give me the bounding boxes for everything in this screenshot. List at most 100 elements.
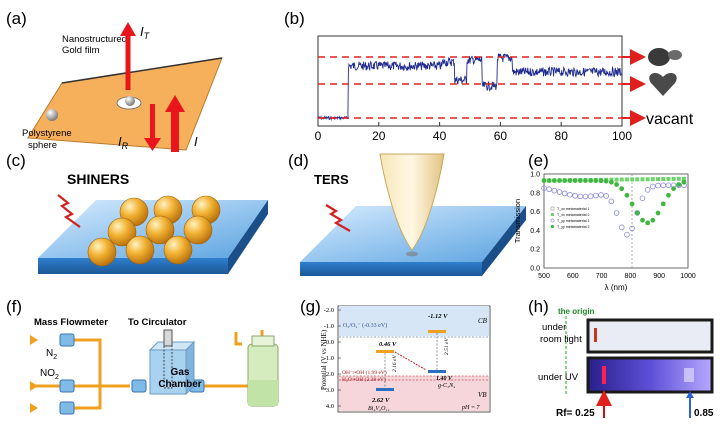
rf-low-label: Rf= 0.25 xyxy=(556,408,595,419)
reflected-arrow xyxy=(144,104,161,151)
spectrum-y-tick-label: 1.0 xyxy=(530,172,540,179)
panel-f: (f) Mass Flowmeter To Circulator xyxy=(6,297,279,415)
vb-region xyxy=(339,376,489,411)
n2-label: N2 xyxy=(46,348,57,361)
series-tyy2-marker xyxy=(562,178,568,183)
series-txx-marker xyxy=(656,177,661,182)
series-tyy2-marker xyxy=(614,182,619,187)
series-txx-marker xyxy=(676,176,681,181)
series-tyy2-marker xyxy=(634,210,640,216)
series-tyy1-marker xyxy=(639,195,646,202)
panel-c-letter: (c) xyxy=(6,151,26,170)
series-tyy2-marker xyxy=(577,178,583,183)
ph-label: pH = 7 xyxy=(461,405,480,411)
shiners-nanoparticles xyxy=(87,195,221,267)
cb-label: CB xyxy=(478,317,488,325)
band-ylabel: Potential (V vs NHE) xyxy=(320,329,328,390)
series-tyy2-marker xyxy=(624,192,630,198)
film-label-line2: Gold film xyxy=(62,45,100,56)
spectrum-legend-entry: T_xx metamaterial 1 xyxy=(557,207,590,211)
trace-x-tick-label: 100 xyxy=(612,129,632,143)
shiners-slab-side xyxy=(228,200,268,274)
series-txx-marker xyxy=(640,177,645,182)
spectrum-x-tick-label: 700 xyxy=(596,273,608,280)
gcn-cb-value: -1.12 V xyxy=(428,313,448,320)
series-tyy1-marker xyxy=(618,224,625,231)
room-light-spot xyxy=(594,328,597,342)
uv-spot-high xyxy=(684,368,694,382)
gcn-vb-value: 1.40 V xyxy=(436,376,453,382)
series-tyy2-marker xyxy=(593,178,599,184)
gas-line-arrows xyxy=(30,335,38,413)
panel-h-letter: (h) xyxy=(528,297,549,316)
panel-h: (h) the origin under room light under UV… xyxy=(528,297,714,419)
spectrum-y-tick-label: 0.8 xyxy=(530,190,540,197)
series-txx-marker xyxy=(635,177,640,182)
tlc-plate-room-light xyxy=(586,318,714,354)
series-tyy2-marker xyxy=(629,201,635,207)
flowmeter-boxes xyxy=(59,333,205,415)
cb-region xyxy=(339,306,489,336)
trace-x-tick-label: 0 xyxy=(315,129,322,143)
oh-redox-label: OH⁻/•OH (1.99 eV) xyxy=(342,369,387,376)
band-y-tick-label: 4.0 xyxy=(326,403,334,410)
series-tyy1-marker xyxy=(551,187,558,194)
series-tyy1-marker xyxy=(624,231,630,238)
room-light-label-2: room light xyxy=(540,334,582,345)
series-txx-marker xyxy=(614,177,619,182)
trace-x-tick-label: 40 xyxy=(433,129,447,143)
series-tyy1-marker xyxy=(593,192,599,199)
gold-nanoparticle xyxy=(125,235,155,265)
series-tyy1-marker xyxy=(603,193,610,199)
spectrum-series xyxy=(541,176,687,238)
uv-label: under UV xyxy=(538,372,579,383)
ters-laser-icon xyxy=(325,204,351,232)
series-tyy2-marker xyxy=(572,178,578,183)
series-tyy1-marker xyxy=(598,192,604,198)
incident-arrow xyxy=(165,95,185,152)
to-circulator-label: To Circulator xyxy=(128,317,187,328)
series-txx-marker xyxy=(650,177,655,182)
series-tyy2-marker xyxy=(541,178,547,183)
series-tyy2-marker xyxy=(608,179,614,185)
bi-material-label: Bi₄V₂O₁₁ xyxy=(368,406,390,412)
series-tyy2-marker xyxy=(583,178,588,183)
series-tyy1-marker xyxy=(541,185,547,191)
i-label: I xyxy=(194,134,198,149)
spectrum-ylabel: Transmission xyxy=(513,199,522,243)
series-tyy1-marker xyxy=(608,198,615,205)
gas-chamber xyxy=(148,329,196,396)
vacant-label: vacant xyxy=(646,111,694,128)
film-label-line1: Nanostructured xyxy=(62,34,127,45)
trace-line xyxy=(317,53,623,122)
spectrum-x-tick-label: 1000 xyxy=(680,273,696,280)
trace-x-tick-label: 60 xyxy=(494,129,508,143)
spectrum-x-tick-label: 600 xyxy=(567,273,579,280)
series-tyy1-marker xyxy=(587,193,594,200)
spectrum-x-tick-label: 800 xyxy=(625,273,637,280)
series-txx-marker xyxy=(671,176,676,181)
panel-a-letter: (a) xyxy=(6,9,27,28)
trace-x-tick-label: 80 xyxy=(555,129,569,143)
ters-title: TERS xyxy=(314,172,349,187)
series-txx-marker xyxy=(609,177,614,182)
bi-vb-bar xyxy=(376,388,394,391)
spectrum-x-tick-label: 900 xyxy=(653,273,665,280)
it-label: IT xyxy=(140,24,151,41)
series-tyy1-marker xyxy=(582,193,589,200)
panel-c: (c) SHINERS xyxy=(6,151,268,274)
gold-nanoparticle xyxy=(163,235,193,265)
gold-nanoparticle xyxy=(183,215,213,245)
heart-shape-icon xyxy=(649,72,677,96)
series-tyy1-marker xyxy=(561,190,568,197)
band-y-tick-label: 2.0 xyxy=(326,371,334,378)
hole-particle xyxy=(125,96,135,106)
series-tyy2-marker xyxy=(666,192,671,198)
series-tyy1-marker xyxy=(567,191,573,198)
series-tyy2-marker xyxy=(681,179,687,185)
ters-tip xyxy=(379,153,445,251)
level-dashes xyxy=(318,56,622,119)
ters-slab-side xyxy=(482,206,526,276)
